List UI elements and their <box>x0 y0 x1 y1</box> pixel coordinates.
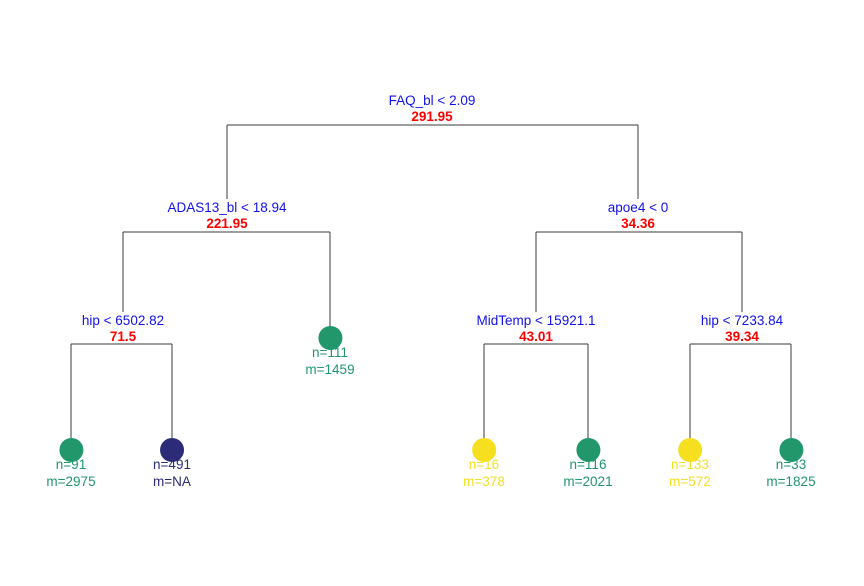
tree-leaf-n91[interactable]: n=91 m=2975 <box>46 438 96 489</box>
leaf-marker-circle <box>778 438 803 462</box>
leaf-count-label: n=491 <box>153 457 191 472</box>
tree-leaf-n491[interactable]: n=491 m=NA <box>153 438 191 488</box>
leaf-marker-circle <box>472 438 496 462</box>
split-deviance-value: 43.01 <box>519 328 553 344</box>
split-condition-label: hip < 6502.82 <box>81 313 165 328</box>
split-deviance-value: 291.95 <box>411 108 453 124</box>
tree-leaf-n116[interactable]: n=116 m=2021 <box>563 438 613 489</box>
tree-node-root[interactable]: FAQ_bl < 2.09 291.95 <box>389 94 476 123</box>
split-deviance-value: 34.36 <box>621 215 655 231</box>
leaf-mean-label: m=572 <box>669 473 711 489</box>
leaf-count-label: n=133 <box>671 457 709 472</box>
tree-leaf-n16[interactable]: n=16 m=378 <box>463 438 505 488</box>
tree-node-apoe4[interactable]: apoe4 < 0 34.36 <box>608 201 668 230</box>
split-condition-label: ADAS13_bl < 18.94 <box>167 200 287 215</box>
tree-node-hip-right[interactable]: hip < 7233.84 39.34 <box>701 314 783 343</box>
tree-leaf-n133[interactable]: n=133 m=572 <box>669 438 711 488</box>
tree-node-midtemp[interactable]: MidTemp < 15921.1 43.01 <box>477 314 596 343</box>
tree-leaf-n111[interactable]: n=111 m=1459 <box>305 326 355 377</box>
leaf-marker-circle <box>159 438 184 462</box>
split-deviance-value: 221.95 <box>206 215 248 231</box>
tree-node-adas13[interactable]: ADAS13_bl < 18.94 221.95 <box>168 201 287 230</box>
leaf-count-label: n=116 <box>569 457 607 472</box>
leaf-mean-label: m=1459 <box>305 361 355 377</box>
split-condition-label: hip < 7233.84 <box>700 313 784 328</box>
leaf-mean-label: m=378 <box>463 473 505 489</box>
split-deviance-value: 39.34 <box>725 328 759 344</box>
leaf-mean-label: m=2975 <box>46 473 96 489</box>
split-condition-label: apoe4 < 0 <box>607 200 669 215</box>
leaf-count-label: n=111 <box>312 345 348 360</box>
leaf-count-label: n=91 <box>55 457 87 472</box>
leaf-mean-label: m=2021 <box>563 473 613 489</box>
leaf-marker-circle <box>58 438 83 462</box>
tree-node-hip-left[interactable]: hip < 6502.82 71.5 <box>82 314 164 343</box>
leaf-marker-circle <box>678 438 702 462</box>
leaf-marker-circle <box>575 438 600 462</box>
split-condition-label: MidTemp < 15921.1 <box>476 313 596 328</box>
split-deviance-value: 71.5 <box>109 328 137 344</box>
split-condition-label: FAQ_bl < 2.09 <box>388 93 476 108</box>
tree-leaf-n33[interactable]: n=33 m=1825 <box>766 438 816 489</box>
leaf-mean-label: m=NA <box>153 473 191 489</box>
leaf-mean-label: m=1825 <box>766 473 816 489</box>
leaf-marker-circle <box>317 326 342 350</box>
leaf-count-label: n=16 <box>468 457 500 472</box>
leaf-count-label: n=33 <box>775 457 807 472</box>
